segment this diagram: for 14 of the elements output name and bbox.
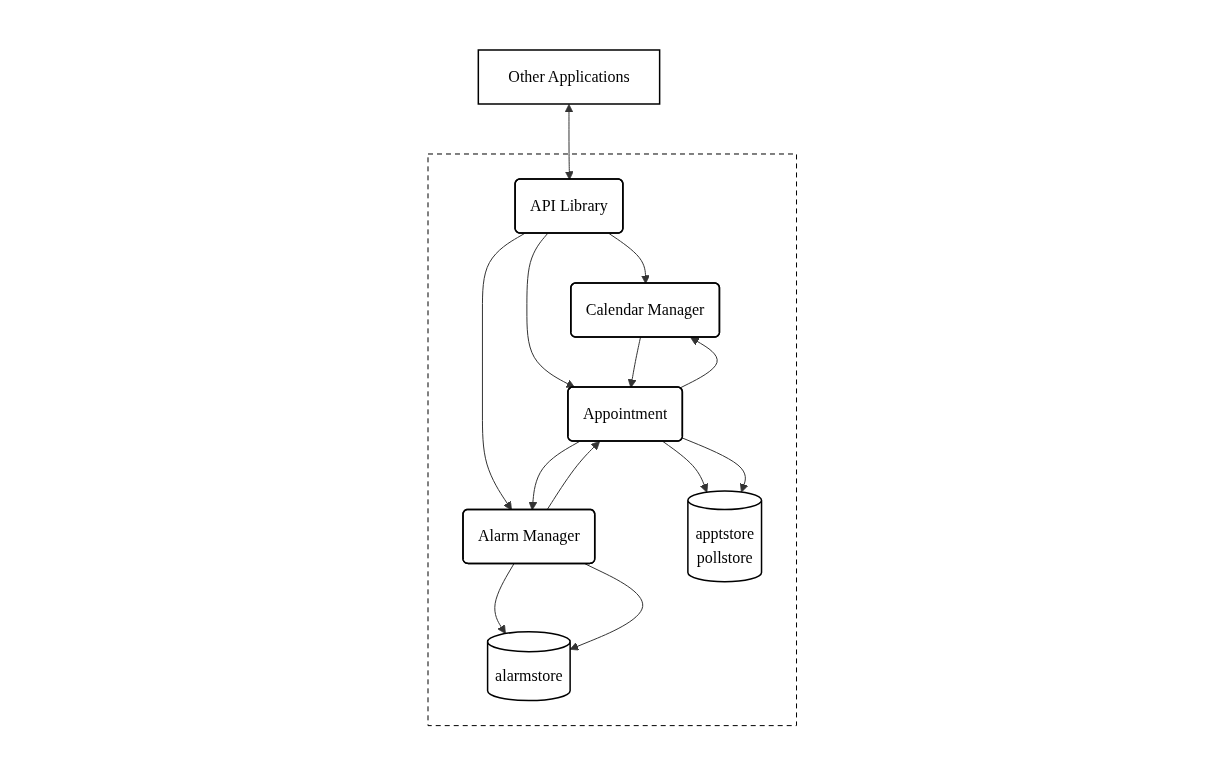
- arrow: [546, 441, 601, 511]
- arrow: [679, 337, 718, 389]
- arrow: [608, 233, 651, 285]
- arrow: [682, 437, 749, 493]
- arrow: [526, 233, 576, 389]
- cluster: [427, 153, 798, 727]
- node-box: Other Applications: [477, 49, 661, 105]
- arrow: [628, 337, 642, 389]
- arrow: [569, 563, 644, 651]
- arrow: [564, 104, 574, 181]
- arrow: [662, 441, 709, 493]
- arrow: [494, 563, 515, 635]
- arrow: [482, 233, 526, 511]
- arrow: [528, 441, 581, 511]
